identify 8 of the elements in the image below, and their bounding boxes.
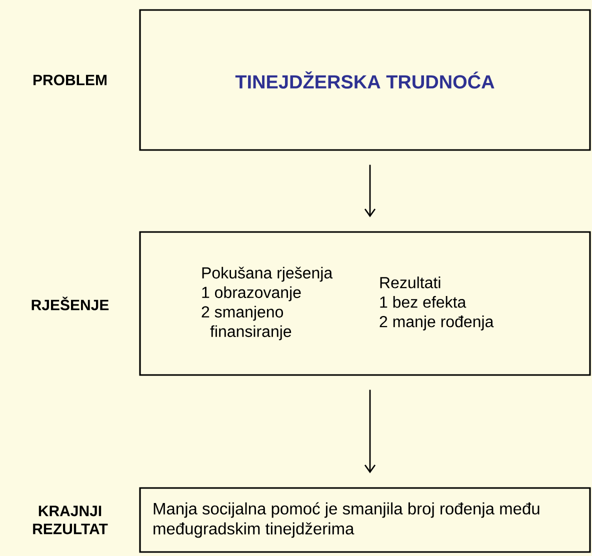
stage-label: KRAJNJI REZULTAT	[33, 506, 108, 534]
arrow	[364, 164, 376, 218]
text-box: Manja socijalna pomoć je smanjila broj rođenja među međugradskim tinejdžerima	[139, 487, 591, 553]
text-box: Pokušana rješenja 1 obrazovanje 2 smanjeno finansiranje Rezultati 1 bez efekta 2 manje rođenja	[139, 231, 591, 376]
stage-label: PROBLEM	[34, 74, 106, 86]
stage-label: RJEŠENJE	[32, 296, 109, 310]
text-box: TINEJDŽERSKA TRUDNOĆA	[139, 9, 591, 151]
arrow	[364, 390, 376, 474]
